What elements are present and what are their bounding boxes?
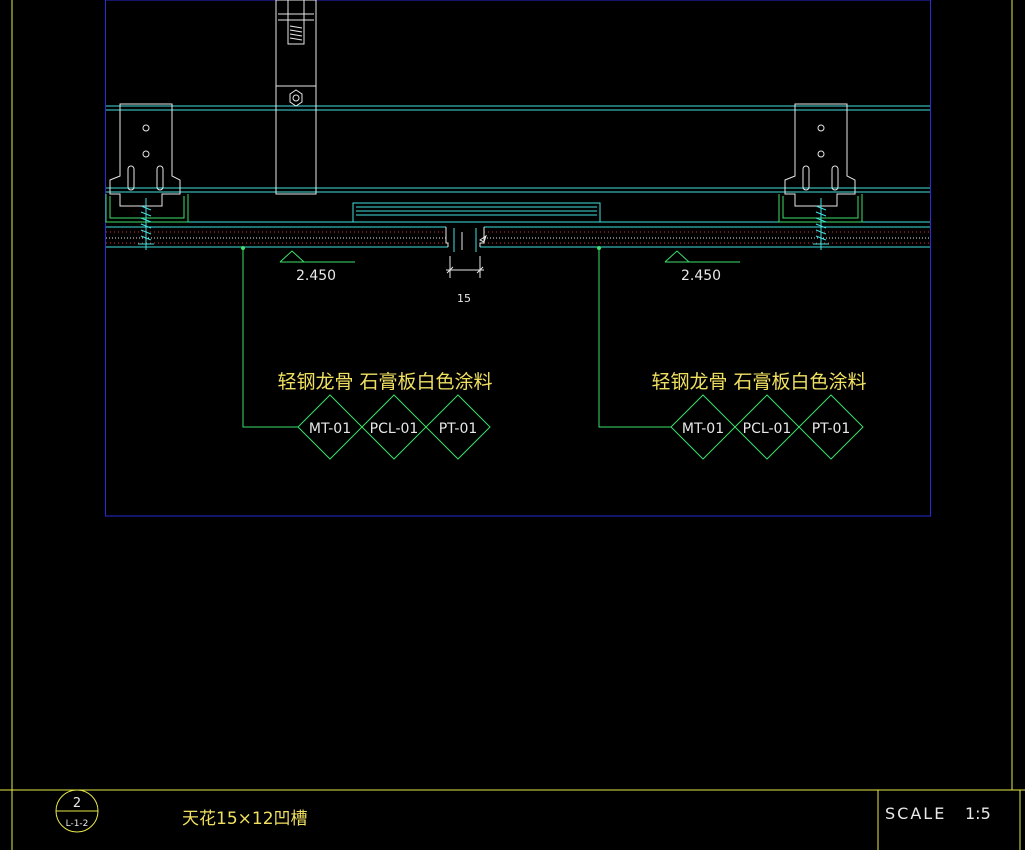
ceiling-section bbox=[106, 105, 930, 252]
drawing-title: 天花15×12凹槽 bbox=[182, 809, 308, 829]
level-text-left: 2.450 bbox=[296, 268, 336, 284]
section-number: 2 bbox=[73, 796, 81, 811]
sheet-reference: L-1-2 bbox=[66, 819, 89, 829]
section-bubble bbox=[55, 789, 99, 833]
level-marker-right bbox=[664, 250, 740, 263]
material-tags-right: MT-01 PCL-01 PT-01 bbox=[670, 394, 864, 460]
scale-value: 1:5 bbox=[965, 804, 991, 823]
viewport-border bbox=[105, 0, 931, 517]
scale-label: SCALE bbox=[885, 804, 946, 823]
leader-lines bbox=[241, 246, 671, 428]
callout-note-right: 轻钢龙骨 石膏板白色涂料 bbox=[651, 370, 866, 393]
tag-label: PCL-01 bbox=[370, 421, 419, 437]
tag-label: PT-01 bbox=[812, 421, 851, 437]
level-marker-left bbox=[279, 250, 355, 263]
tag-label: PT-01 bbox=[439, 421, 478, 437]
tag-label: PCL-01 bbox=[743, 421, 792, 437]
hanger-assembly bbox=[275, 0, 317, 195]
tag-diamond bbox=[425, 394, 491, 460]
groove-dimension bbox=[446, 256, 484, 278]
runner-clip-left bbox=[105, 103, 189, 250]
callout-note-left: 轻钢龙骨 石膏板白色涂料 bbox=[277, 370, 492, 393]
tag-diamond bbox=[798, 394, 864, 460]
groove-dimension-text: 15 bbox=[457, 292, 471, 305]
level-text-right: 2.450 bbox=[681, 268, 721, 284]
tag-label: MT-01 bbox=[682, 421, 724, 437]
tag-label: MT-01 bbox=[309, 421, 351, 437]
runner-clip-right bbox=[778, 103, 863, 250]
material-tags-left: MT-01 PCL-01 PT-01 bbox=[297, 394, 491, 460]
